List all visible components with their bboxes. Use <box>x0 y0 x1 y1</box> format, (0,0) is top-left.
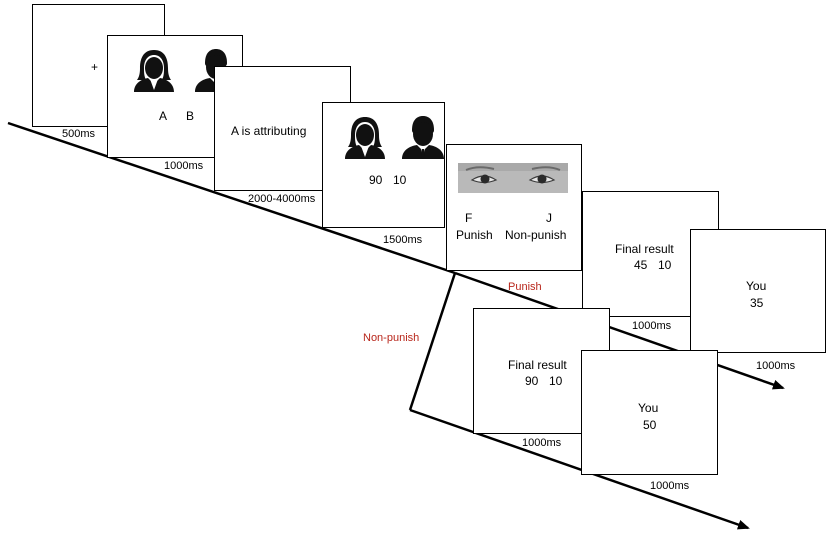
fixation-duration: 500ms <box>62 128 96 140</box>
male-avatar-icon <box>402 116 444 159</box>
non-punish-you-duration: 1000ms <box>650 480 690 492</box>
label-b: B <box>186 109 195 123</box>
label-a: A <box>159 109 168 123</box>
identities-duration: 1000ms <box>164 160 204 172</box>
non-punish-branch-arrow <box>409 408 750 530</box>
eyes-photo <box>458 163 568 193</box>
punish-you-title: You <box>746 279 767 293</box>
punish-final-duration: 1000ms <box>632 320 672 332</box>
allocation-screen: 90 10 <box>322 102 445 228</box>
non-punish-you-screen: You 50 <box>581 350 718 475</box>
punish-final-title: Final result <box>615 242 674 256</box>
non-punish-you-title: You <box>638 401 659 415</box>
option-non-punish: Non-punish <box>505 228 567 242</box>
punish-you-duration: 1000ms <box>756 360 796 372</box>
non-punish-final-title: Final result <box>508 358 567 372</box>
key-left: F <box>465 211 473 225</box>
punish-final-value-b: 10 <box>658 258 672 272</box>
attributing-duration: 2000-4000ms <box>248 193 316 205</box>
fixation-cross: + <box>91 60 99 74</box>
non-punish-branch-label: Non-punish <box>363 332 420 344</box>
allocation-value-b: 10 <box>393 173 407 187</box>
key-right: J <box>546 211 552 225</box>
punish-branch-label: Punish <box>508 281 542 293</box>
allocation-value-a: 90 <box>369 173 383 187</box>
non-punish-final-value-b: 10 <box>549 374 563 388</box>
option-punish: Punish <box>456 228 493 242</box>
main-timeline-line <box>7 121 456 275</box>
non-punish-branch-line <box>408 272 457 411</box>
punish-final-value-a: 45 <box>634 258 648 272</box>
female-avatar-icon <box>134 50 174 92</box>
non-punish-you-value: 50 <box>643 418 657 432</box>
non-punish-final-duration: 1000ms <box>522 437 562 449</box>
allocation-duration: 1500ms <box>383 234 423 246</box>
female-avatar-icon <box>345 117 385 159</box>
attributing-text: A is attributing <box>231 124 307 138</box>
decision-screen: F J Punish Non-punish <box>446 144 582 271</box>
punish-branch-arrow <box>454 271 785 390</box>
punish-you-screen: You 35 <box>690 229 826 353</box>
punish-you-value: 35 <box>750 296 764 310</box>
non-punish-final-value-a: 90 <box>525 374 539 388</box>
